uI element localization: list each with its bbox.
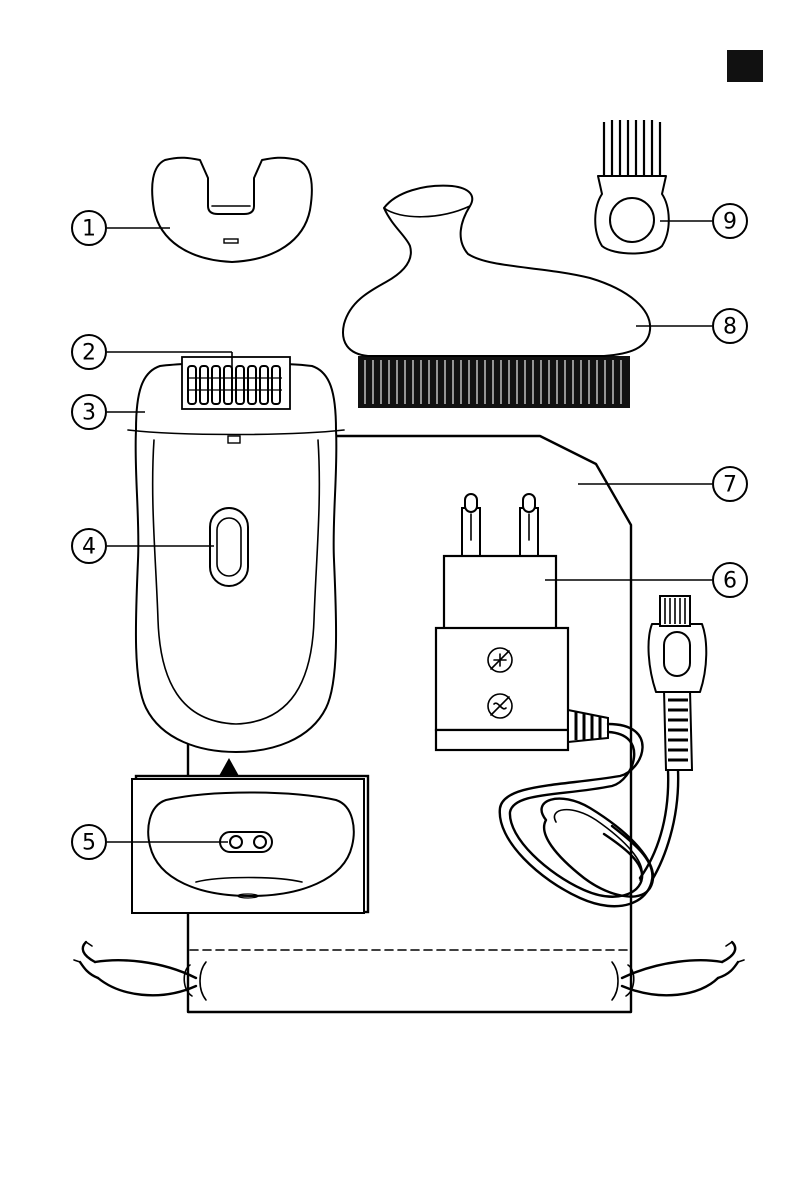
- callout-1-label: 1: [82, 217, 96, 242]
- callout-2: 2: [72, 335, 106, 369]
- callout-1: 1: [72, 211, 106, 245]
- callout-4-label: 4: [82, 535, 96, 560]
- callout-8: 8: [713, 309, 747, 343]
- power-adapter-icon: [436, 494, 706, 906]
- callout-7-label: 7: [723, 473, 737, 498]
- callout-9-label: 9: [723, 210, 737, 235]
- callout-5: 5: [72, 825, 106, 859]
- callout-4: 4: [72, 529, 106, 563]
- epilator-body-icon: [128, 357, 344, 752]
- callout-9: 9: [713, 204, 747, 238]
- callout-8-label: 8: [723, 315, 737, 340]
- callout-3-label: 3: [82, 401, 96, 426]
- callout-6: 6: [713, 563, 747, 597]
- shaving-head-cap-icon: [152, 158, 312, 262]
- on-off-slide-switch-icon: [210, 508, 248, 586]
- callout-5-label: 5: [82, 831, 96, 856]
- callout-2-label: 2: [82, 341, 96, 366]
- corner-tab: [727, 50, 763, 82]
- callout-3: 3: [72, 395, 106, 429]
- cleaning-brush-icon: [595, 120, 669, 254]
- appliance-socket-icon: [132, 758, 368, 913]
- callout-7: 7: [713, 467, 747, 501]
- callout-6-label: 6: [723, 569, 737, 594]
